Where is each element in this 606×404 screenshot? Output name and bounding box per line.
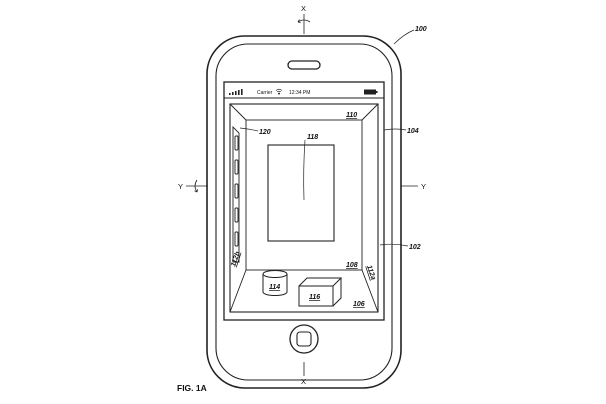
axis-y-left: [186, 179, 208, 193]
ref-shelf: 120: [259, 129, 271, 136]
wifi-icon: [275, 88, 283, 95]
back-wall-panel: [267, 144, 335, 242]
carrier-label: Carrier: [257, 90, 273, 96]
leader-lines: [239, 29, 415, 247]
cylinder-object: [262, 270, 288, 296]
ref-device: 100: [415, 26, 427, 33]
ref-left-wall: 112b: [230, 250, 242, 268]
screen: [223, 81, 385, 321]
ref-panel: 118: [307, 134, 318, 141]
axis-label-x-bottom: X: [301, 377, 306, 386]
signal-icon: [229, 89, 243, 95]
axis-label-x-top: X: [301, 4, 306, 13]
ref-display: 102: [409, 244, 421, 251]
axis-x-top: [297, 14, 311, 34]
left-wall-shelf: [232, 125, 240, 263]
ref-back-wall: 108: [346, 262, 358, 269]
status-bar: Carrier 12:34 PM: [224, 88, 384, 99]
figure-caption: FIG. 1A: [177, 383, 207, 393]
ref-view: 104: [407, 128, 419, 135]
axis-label-y-right: Y: [421, 182, 426, 191]
ref-cylinder: 114: [269, 284, 280, 291]
home-button: [289, 324, 319, 354]
ref-floor: 106: [353, 301, 365, 308]
cube-object: [298, 277, 343, 307]
battery-icon: [364, 89, 378, 95]
phone-body: [206, 35, 402, 389]
ref-right-wall: 112a: [365, 264, 376, 281]
speaker-slot: [287, 60, 321, 70]
ref-cube: 116: [309, 294, 320, 301]
room-3d-view: [229, 103, 379, 313]
time-label: 12:34 PM: [289, 90, 310, 96]
axis-label-y-left: Y: [178, 182, 183, 191]
ref-top-wall: 110: [346, 112, 357, 119]
